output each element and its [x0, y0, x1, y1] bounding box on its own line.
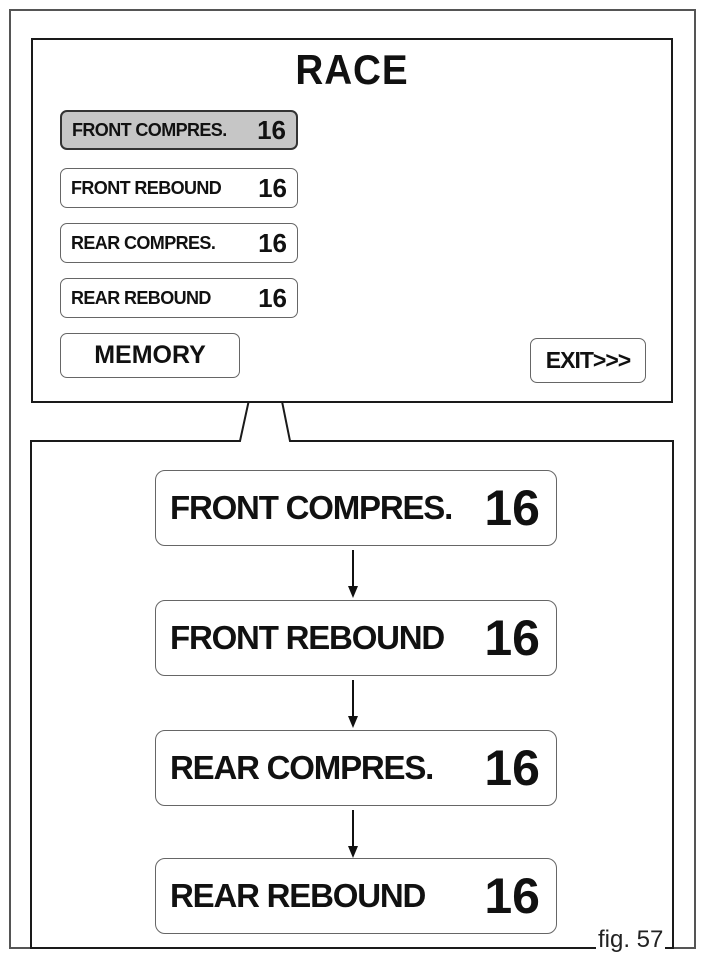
row-label: FRONT COMPRES. — [72, 119, 227, 140]
sequence-label: REAR COMPRES. — [170, 749, 434, 786]
front-compres-button[interactable]: FRONT COMPRES. 16 — [60, 110, 298, 150]
sequence-label: FRONT COMPRES. — [170, 489, 453, 526]
sequence-label: FRONT REBOUND — [170, 619, 445, 656]
row-label: FRONT REBOUND — [71, 177, 222, 198]
arrow-down-icon — [348, 550, 358, 598]
sequence-value: 16 — [484, 480, 540, 536]
sequence-item-front-rebound: FRONT REBOUND 16 — [155, 600, 557, 676]
race-screen: RACE FRONT COMPRES. 16 FRONT REBOUND 16 … — [31, 38, 673, 403]
arrow-down-icon — [348, 810, 358, 858]
front-rebound-button[interactable]: FRONT REBOUND 16 — [60, 168, 298, 208]
rear-compres-button[interactable]: REAR COMPRES. 16 — [60, 223, 298, 263]
rear-rebound-button[interactable]: REAR REBOUND 16 — [60, 278, 298, 318]
memory-button[interactable]: MEMORY — [60, 333, 240, 378]
sequence-value: 16 — [484, 868, 540, 924]
sequence-value: 16 — [484, 610, 540, 666]
arrow-down-icon — [348, 680, 358, 728]
row-label: REAR REBOUND — [71, 287, 211, 308]
sequence-item-rear-rebound: REAR REBOUND 16 — [155, 858, 557, 934]
row-value: 16 — [258, 282, 287, 313]
exit-button[interactable]: EXIT>>> — [530, 338, 646, 383]
figure-label: fig. 57 — [596, 926, 666, 954]
row-value: 16 — [257, 114, 286, 145]
row-label: REAR COMPRES. — [71, 232, 216, 253]
screen-title: RACE — [295, 46, 409, 93]
sequence-item-front-compres: FRONT COMPRES. 16 — [155, 470, 557, 546]
row-value: 16 — [258, 227, 287, 258]
sequence-label: REAR REBOUND — [170, 877, 426, 914]
row-value: 16 — [258, 172, 287, 203]
sequence-item-rear-compres: REAR COMPRES. 16 — [155, 730, 557, 806]
sequence-value: 16 — [484, 740, 540, 796]
